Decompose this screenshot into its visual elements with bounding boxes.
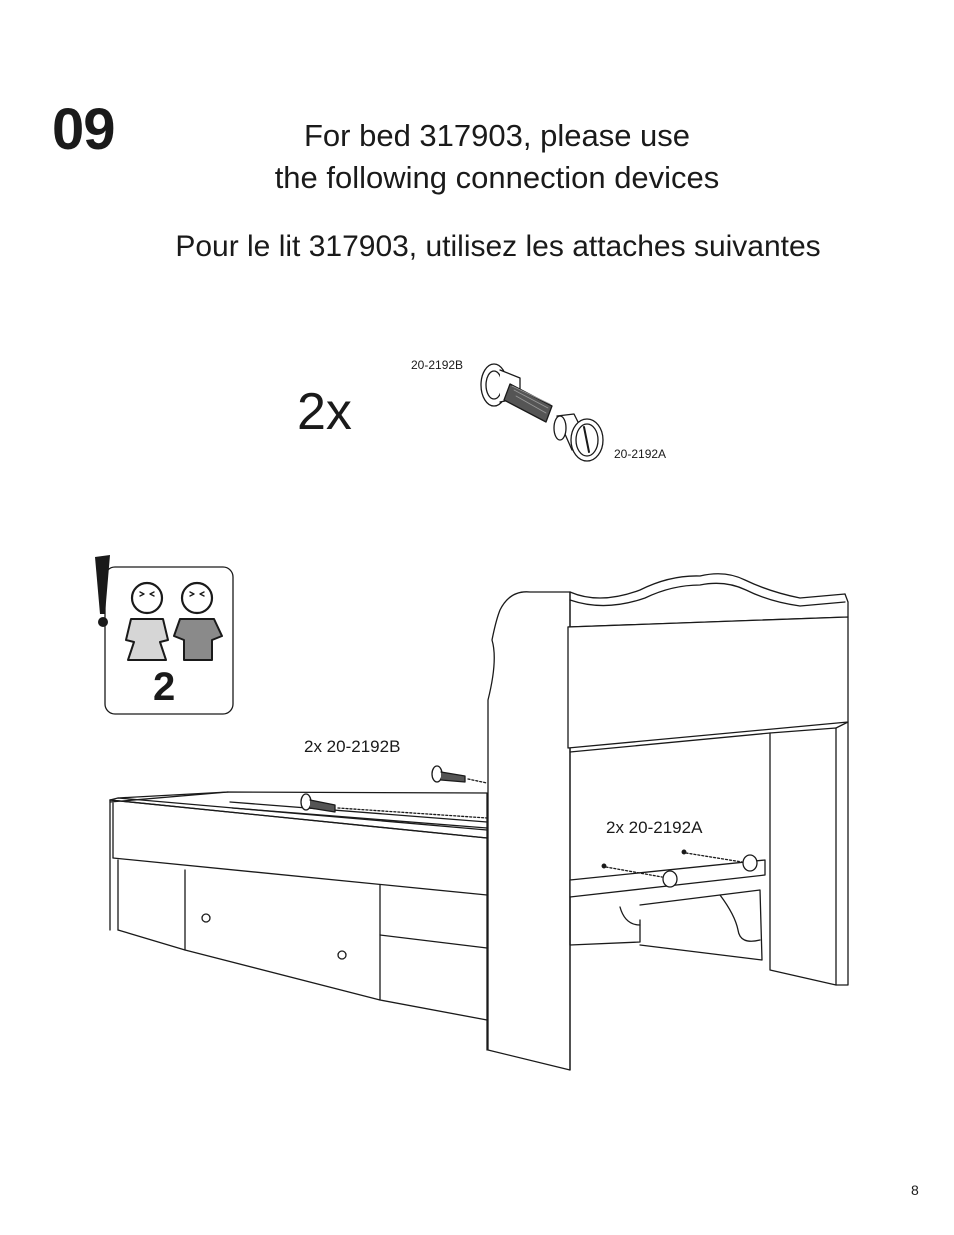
part-label-bolt: 20-2192B [411,358,464,372]
callout-barrel-nut: 2x 20-2192A [606,818,703,837]
page-number: 8 [911,1182,919,1198]
title-french: Pour le lit 317903, utilisez les attache… [175,230,821,263]
callout-bolt: 2x 20-2192B [304,737,401,756]
two-person-warning-icon [95,555,234,715]
step-number: 09 [52,97,116,162]
bed-illustration [109,573,849,1071]
hardware-quantity: 2x [297,383,352,441]
people-required-count: 2 [153,665,176,709]
title-english-line-1: For bed 317903, please use [303,118,691,153]
connector-bolt-icon [480,363,553,423]
part-label-barrel-nut: 20-2192A [614,447,667,461]
barrel-nut-icon [553,413,604,462]
title-english-line-2: the following connection devices [274,160,720,195]
